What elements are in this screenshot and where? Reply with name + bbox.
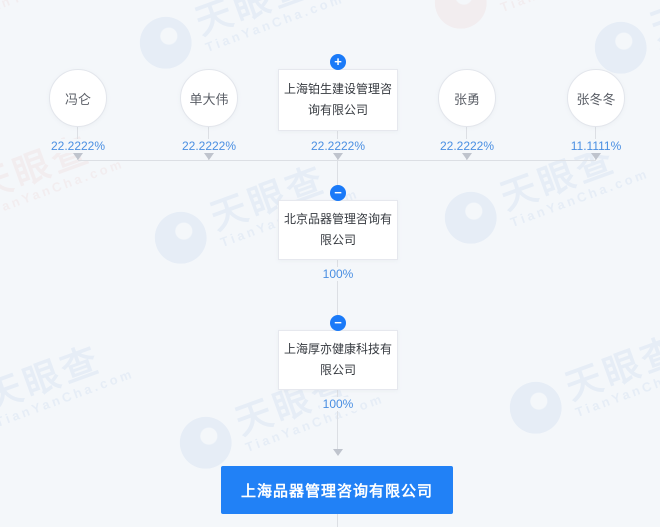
collapse-icon[interactable]: − [330, 185, 346, 201]
ownership-percent-label: 22.2222% [178, 139, 240, 153]
shareholder-node[interactable]: 张勇 [438, 69, 496, 127]
ownership-percent-label: 100% [319, 267, 357, 281]
tianyancha-logo-icon [427, 0, 495, 37]
chain-company-node[interactable]: 上海厚亦健康科技有限公司 [278, 330, 398, 390]
ownership-percent-label: 11.1111% [567, 139, 625, 153]
connector-line [337, 514, 338, 527]
arrow-down-icon [591, 153, 601, 160]
ownership-percent-label: 100% [319, 397, 357, 411]
connector-line [337, 161, 338, 200]
connector-bus-line [78, 160, 596, 161]
arrow-down-icon [204, 153, 214, 160]
shareholder-node[interactable]: 张冬冬 [567, 69, 625, 127]
ownership-percent-label: 22.2222% [436, 139, 498, 153]
expand-icon[interactable]: + [330, 54, 346, 70]
tianyancha-logo-icon [502, 374, 570, 442]
target-company-node[interactable]: 上海品器管理咨询有限公司 [221, 466, 453, 514]
shareholder-node[interactable]: 冯仑 [49, 69, 107, 127]
arrow-down-icon [462, 153, 472, 160]
tianyancha-logo-icon [437, 184, 505, 252]
ownership-percent-label: 22.2222% [307, 139, 369, 153]
shareholder-node[interactable]: 上海铂生建设管理咨询有限公司 [278, 69, 398, 131]
arrow-down-icon [333, 449, 343, 456]
shareholder-node[interactable]: 单大伟 [180, 69, 238, 127]
arrow-down-icon [73, 153, 83, 160]
connector-line [337, 260, 338, 330]
ownership-percent-label: 22.2222% [47, 139, 109, 153]
tianyancha-logo-icon [132, 9, 200, 77]
tianyancha-logo-icon [147, 204, 215, 272]
arrow-down-icon [333, 153, 343, 160]
chain-company-node[interactable]: 北京品器管理咨询有限公司 [278, 200, 398, 260]
collapse-icon[interactable]: − [330, 315, 346, 331]
connector-line [337, 390, 338, 452]
